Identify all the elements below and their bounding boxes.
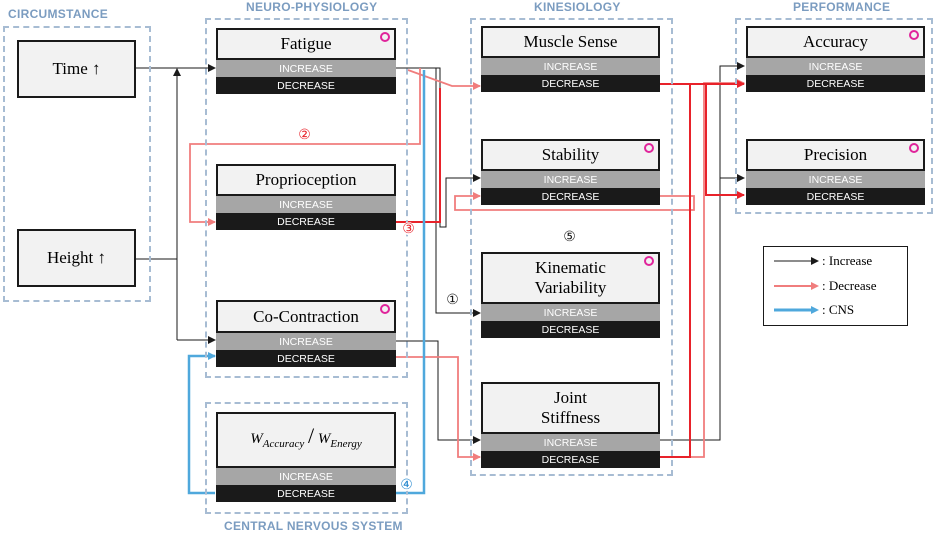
level-decrease: DECREASE bbox=[481, 75, 660, 92]
factor-precision-label: Precision bbox=[746, 139, 925, 171]
path-number-4: ④ bbox=[400, 476, 413, 492]
group-circumstance bbox=[3, 26, 151, 302]
level-increase: INCREASE bbox=[216, 333, 396, 350]
group-neuro-physiology bbox=[205, 18, 408, 378]
level-decrease: DECREASE bbox=[746, 188, 925, 205]
group-title-circumstance: CIRCUMSTANCE bbox=[8, 7, 109, 21]
legend-decrease-label: : Decrease bbox=[822, 278, 877, 293]
circle-marker-icon bbox=[909, 30, 919, 40]
level-decrease: DECREASE bbox=[216, 213, 396, 230]
path-number-1: ① bbox=[446, 291, 459, 307]
path-number-3: ③ bbox=[402, 220, 415, 236]
factor-precision: Precision INCREASE DECREASE bbox=[746, 139, 925, 205]
wire-fatigue-proprioception bbox=[189, 68, 421, 226]
group-performance bbox=[735, 18, 933, 214]
legend-decrease: : Decrease bbox=[774, 278, 877, 293]
level-decrease: DECREASE bbox=[481, 321, 660, 338]
legend: : Increase : Decrease : CNS bbox=[763, 246, 908, 326]
height-box: Height ↑ bbox=[17, 229, 136, 287]
legend-cns-arrow-icon bbox=[774, 306, 819, 314]
wire-cocontraction-joint bbox=[396, 340, 481, 444]
level-decrease: DECREASE bbox=[216, 350, 396, 367]
level-decrease: DECREASE bbox=[216, 485, 396, 502]
legend-increase: : Increase bbox=[774, 253, 873, 268]
factor-proprioception: Proprioception INCREASE DECREASE bbox=[216, 164, 396, 230]
wire-cns-loop-right bbox=[396, 70, 426, 495]
group-title-performance: PERFORMANCE bbox=[793, 0, 891, 14]
factor-accuracy: Accuracy INCREASE DECREASE bbox=[746, 26, 925, 92]
w-energy: WEnergy bbox=[317, 431, 362, 450]
level-decrease: DECREASE bbox=[481, 188, 660, 205]
group-title-central-nervous-system: CENTRAL NERVOUS SYSTEM bbox=[224, 519, 403, 533]
factor-muscle-sense: Muscle Sense INCREASE DECREASE bbox=[481, 26, 660, 92]
wire-musclesense-precision bbox=[705, 84, 745, 199]
factor-co-contraction: Co-Contraction INCREASE DECREASE bbox=[216, 300, 396, 367]
wire-stability-feedback bbox=[454, 192, 695, 211]
legend-increase-arrow-icon bbox=[774, 257, 819, 265]
level-decrease: DECREASE bbox=[746, 75, 925, 92]
factor-proprioception-label: Proprioception bbox=[216, 164, 396, 196]
w-accuracy: WAccuracy bbox=[250, 431, 305, 450]
factor-accuracy-label: Accuracy bbox=[746, 26, 925, 58]
level-increase: INCREASE bbox=[216, 196, 396, 213]
wire-fatigue-stability bbox=[396, 67, 481, 228]
factor-muscle-sense-label: Muscle Sense bbox=[481, 26, 660, 58]
factor-stability-label: Stability bbox=[481, 139, 660, 171]
group-kinesiology bbox=[470, 18, 673, 476]
circle-marker-icon bbox=[380, 32, 390, 42]
wire-cocontraction-jointdec bbox=[396, 356, 481, 461]
factor-fatigue-label: Fatigue bbox=[216, 28, 396, 60]
group-title-kinesiology: KINESIOLOGY bbox=[534, 0, 621, 14]
factor-weight-ratio: WAccuracy / WEnergy INCREASE DECREASE bbox=[216, 412, 396, 502]
path-number-5: ⑤ bbox=[563, 228, 576, 244]
weight-ratio-formula: WAccuracy / WEnergy bbox=[250, 423, 362, 451]
legend-cns: : CNS bbox=[774, 302, 855, 317]
level-increase: INCREASE bbox=[216, 60, 396, 77]
group-title-neuro-physiology: NEURO-PHYSIOLOGY bbox=[246, 0, 378, 14]
level-increase: INCREASE bbox=[481, 304, 660, 321]
factor-stability: Stability INCREASE DECREASE bbox=[481, 139, 660, 205]
factor-fatigue: Fatigue INCREASE DECREASE bbox=[216, 28, 396, 94]
group-central-nervous-system bbox=[205, 402, 408, 514]
level-increase: INCREASE bbox=[481, 434, 660, 451]
level-increase: INCREASE bbox=[746, 171, 925, 188]
circle-marker-icon bbox=[909, 143, 919, 153]
wire-cns-loop-left bbox=[187, 352, 216, 495]
level-increase: INCREASE bbox=[481, 58, 660, 75]
legend-increase-label: : Increase bbox=[822, 253, 873, 268]
circle-marker-icon bbox=[380, 304, 390, 314]
wire-joint-right bbox=[660, 84, 691, 458]
level-increase: INCREASE bbox=[216, 468, 396, 485]
level-increase: INCREASE bbox=[746, 58, 925, 75]
level-decrease: DECREASE bbox=[481, 451, 660, 468]
level-increase: INCREASE bbox=[481, 171, 660, 188]
factor-weight-ratio-label: WAccuracy / WEnergy bbox=[216, 412, 396, 468]
time-box: Time ↑ bbox=[17, 40, 136, 98]
path-number-2: ② bbox=[298, 126, 311, 142]
circle-marker-icon bbox=[644, 256, 654, 266]
factor-co-contraction-label: Co-Contraction bbox=[216, 300, 396, 333]
legend-cns-label: : CNS bbox=[822, 302, 855, 317]
legend-decrease-arrow-icon bbox=[774, 282, 819, 290]
level-decrease: DECREASE bbox=[216, 77, 396, 94]
wire-fatigue-kinematic bbox=[435, 68, 481, 317]
circle-marker-icon bbox=[644, 143, 654, 153]
